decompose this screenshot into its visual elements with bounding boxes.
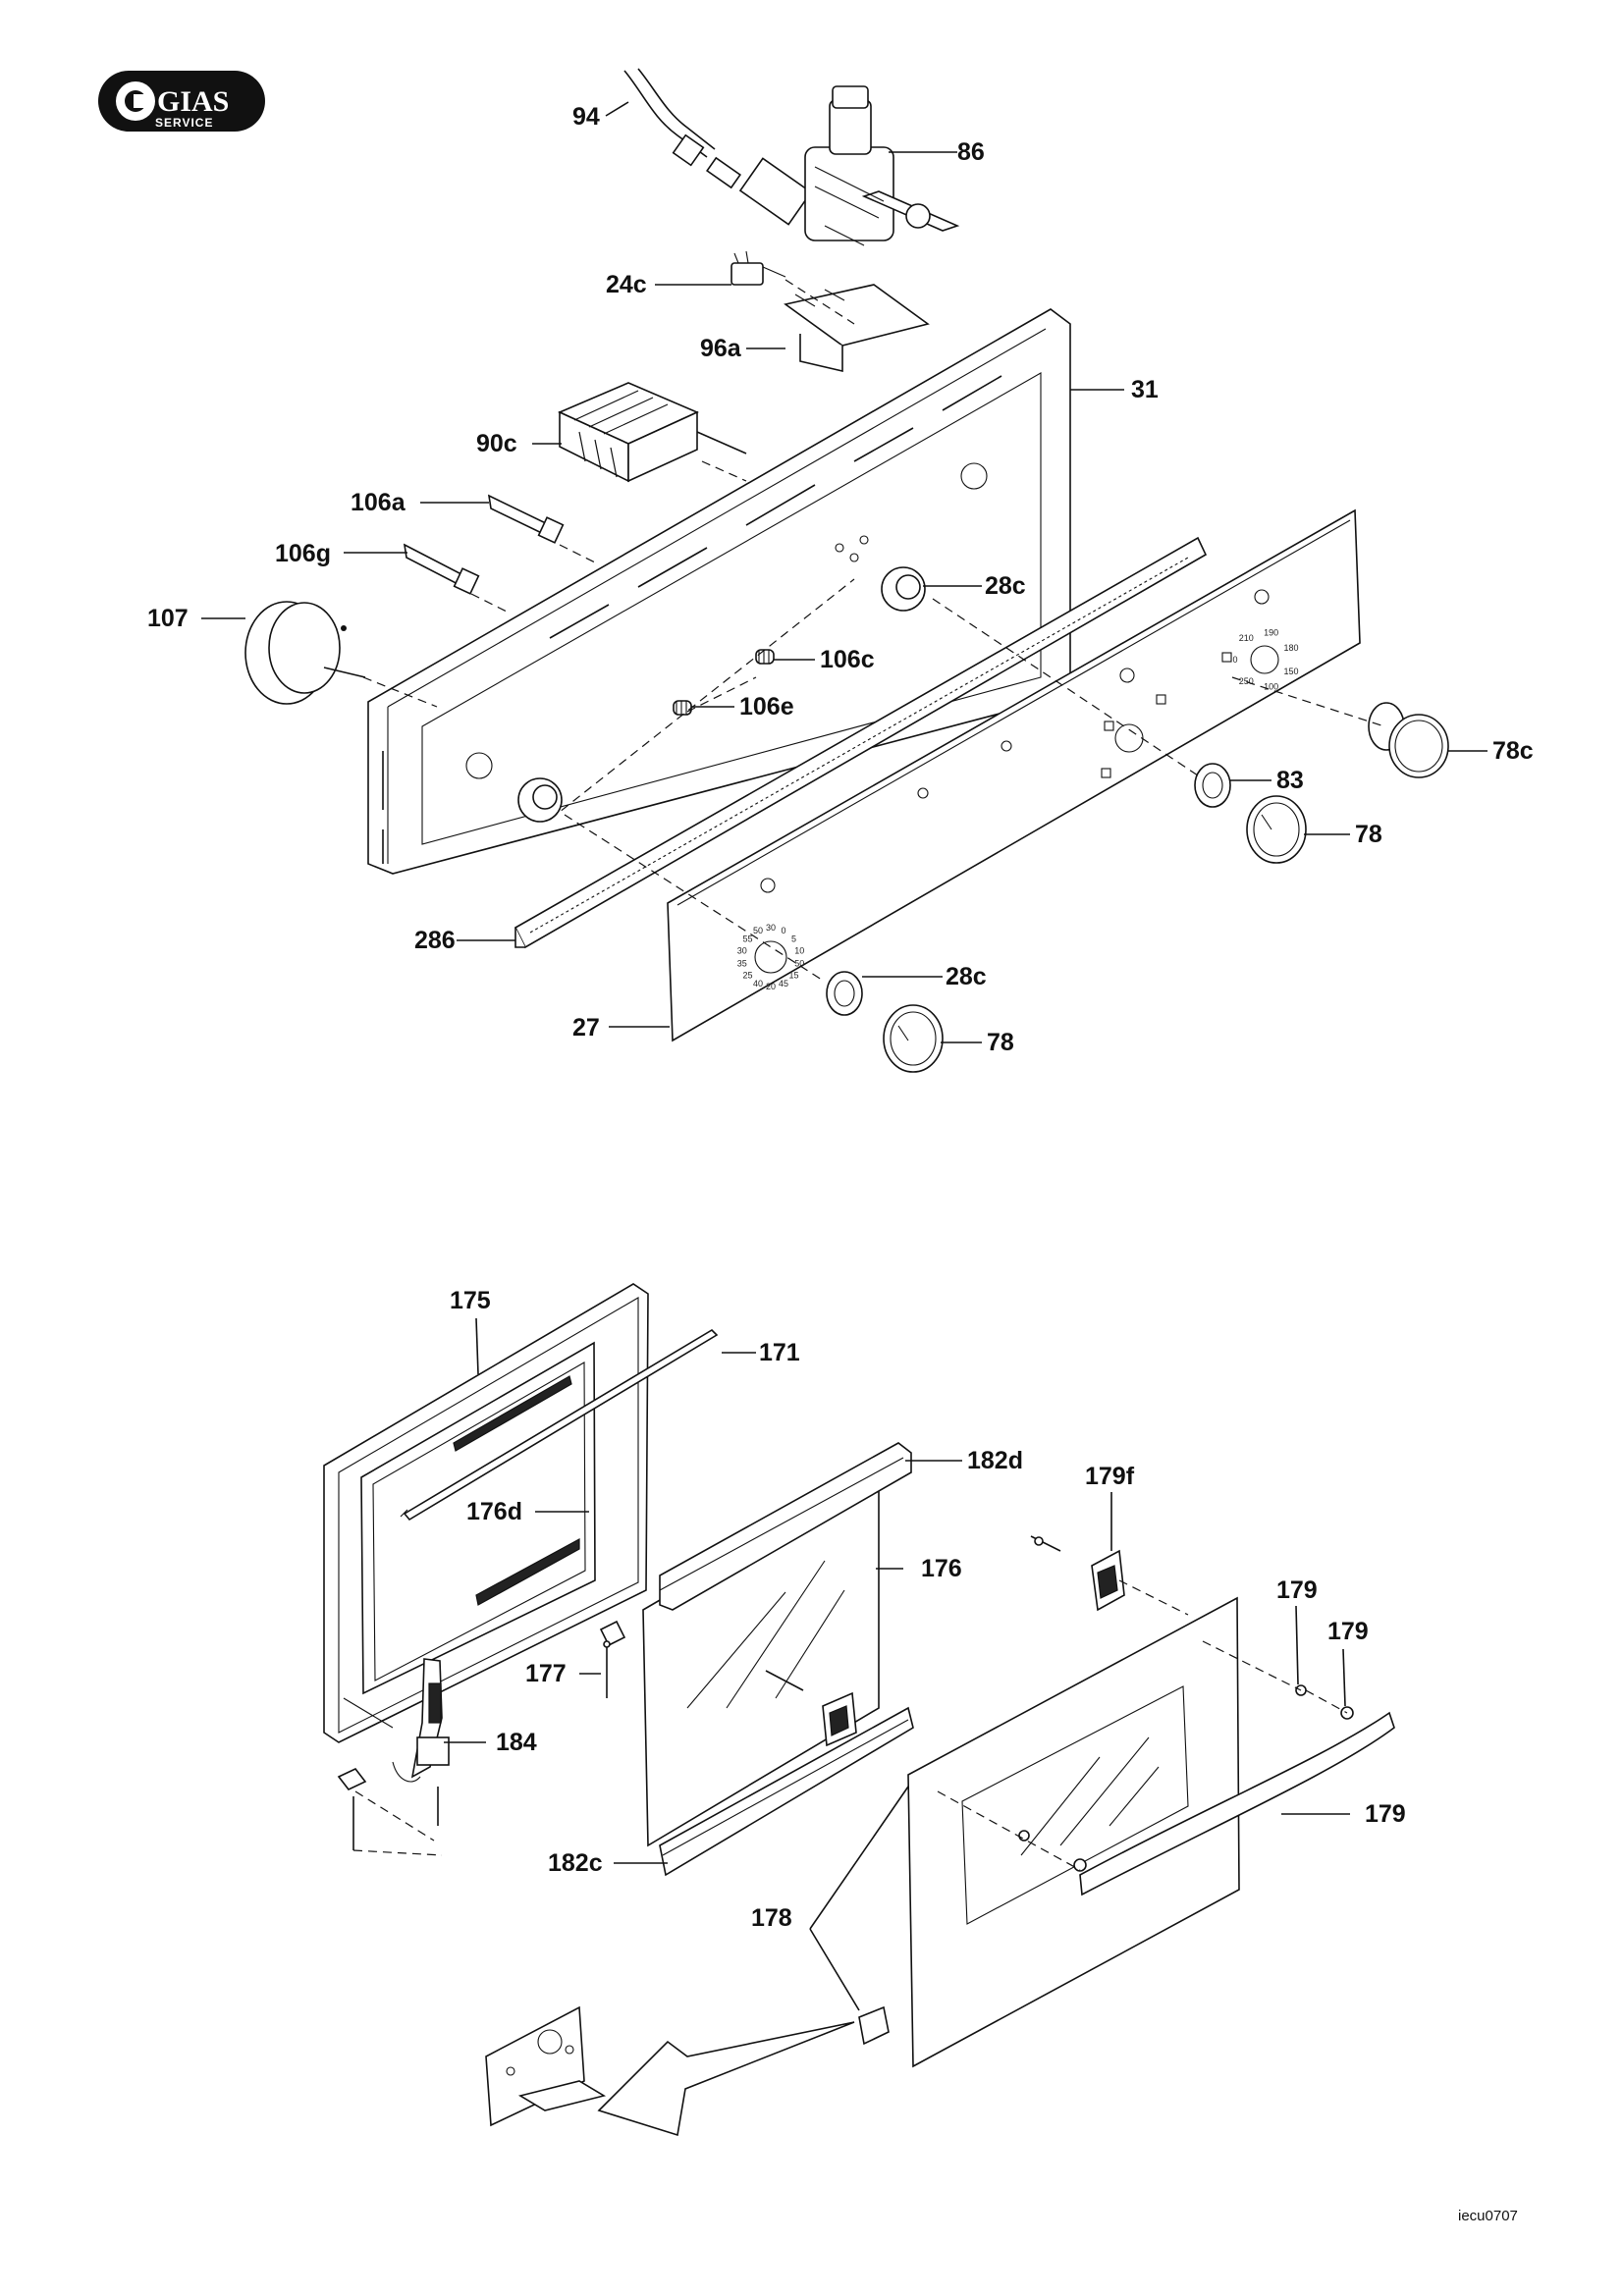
label-78c: 78c	[1492, 737, 1534, 765]
label-171: 171	[759, 1339, 800, 1366]
bezel-28c-bottom	[826, 971, 863, 1016]
timer-dial-number-13: 50	[753, 926, 763, 935]
timer-dial-number-1: 0	[781, 926, 785, 935]
gas-valve	[738, 85, 960, 246]
connector-clip	[730, 250, 786, 286]
label-106c: 106c	[820, 646, 875, 673]
glass-clip	[765, 1670, 857, 1747]
label-106a: 106a	[351, 489, 406, 516]
hinge-plate-screws	[337, 1768, 443, 1856]
label-182d: 182d	[967, 1447, 1023, 1474]
logo-brand-text: GIAS	[157, 85, 229, 118]
selector-switch	[558, 382, 747, 483]
hinge-plate-detail	[485, 2005, 890, 2137]
logo-sub-text: SERVICE	[155, 116, 213, 130]
callout-labels: 94 86 24c 96a 31 90c 106a 106g 107 28c 1…	[147, 103, 1534, 2224]
knob-78c	[1368, 702, 1449, 778]
timer-motor	[244, 601, 366, 705]
label-24c: 24c	[606, 271, 647, 298]
timer-dial-number-2: 5	[791, 934, 796, 943]
label-107: 107	[147, 605, 189, 632]
timer-dial-number-11: 30	[737, 945, 747, 955]
outer-door-glass	[907, 1596, 1240, 2068]
thermostat-dial-number-5: 100	[1264, 681, 1278, 691]
valve-bracket	[784, 284, 930, 373]
timer-dial-number-7: 20	[766, 982, 776, 991]
thermostat-dial-number-3: 180	[1283, 643, 1298, 653]
timer-dial-number-8: 40	[753, 979, 763, 988]
label-78-right: 78	[1355, 821, 1382, 848]
door-hinge	[392, 1658, 450, 1783]
assembly-guide-lines-door	[937, 1579, 1348, 1871]
thermostat-dial-number-4: 150	[1283, 667, 1298, 676]
label-179f: 179f	[1085, 1463, 1135, 1490]
thermostat-dial-number-0: 0	[1232, 655, 1237, 665]
door-rod	[403, 1328, 719, 1522]
lower-glass-rail	[659, 1706, 914, 1877]
label-176d: 176d	[466, 1498, 522, 1525]
label-78-bottom: 78	[987, 1029, 1014, 1056]
label-177: 177	[525, 1660, 567, 1687]
screws-177	[599, 1620, 626, 1698]
timer-dial-number-4: 50	[794, 959, 804, 969]
clip-179f	[1030, 1535, 1125, 1612]
inner-door-frame	[323, 1283, 649, 1743]
timer-dial-number-3: 10	[794, 945, 804, 955]
timer-dial-number-9: 25	[742, 971, 752, 981]
upper-glass-rail	[659, 1442, 912, 1611]
gias-service-logo: GIAS SERVICE	[98, 71, 265, 132]
door-handle	[1018, 1684, 1395, 1896]
thermostat-dial-number-6: 250	[1239, 676, 1254, 686]
label-178: 178	[751, 1904, 792, 1932]
knob-78-bottom	[883, 1004, 944, 1073]
label-286: 286	[414, 927, 456, 954]
label-90c: 90c	[476, 430, 517, 457]
label-31: 31	[1131, 376, 1159, 403]
timer-dial-number-12: 55	[742, 934, 752, 943]
gas-pipe	[623, 68, 741, 189]
assembly-guide-lines-top	[362, 279, 1385, 983]
label-94: 94	[572, 103, 600, 131]
thermostat-dial-number-2: 190	[1264, 628, 1278, 638]
lamp-holder-106a	[487, 494, 565, 544]
label-106e: 106e	[739, 693, 794, 721]
label-86: 86	[957, 138, 985, 166]
label-176: 176	[921, 1555, 962, 1582]
label-175: 175	[450, 1287, 491, 1314]
drawing-code: iecu0707	[1458, 2208, 1518, 2224]
label-182c: 182c	[548, 1849, 603, 1877]
spring-106c	[755, 649, 775, 665]
label-184: 184	[496, 1729, 537, 1756]
label-28c-bottom: 28c	[946, 963, 987, 990]
thermostat-dial-scale: 0 210 190 180 150 100 250	[1232, 628, 1298, 692]
timer-dial-number-6: 45	[779, 979, 788, 988]
label-106g: 106g	[275, 540, 331, 567]
label-83: 83	[1276, 767, 1304, 794]
label-179-a: 179	[1276, 1576, 1318, 1604]
label-179-handle: 179	[1365, 1800, 1406, 1828]
lamp-holder-106g	[403, 543, 480, 595]
rack-strip	[514, 536, 1208, 949]
label-28c-top: 28c	[985, 572, 1026, 600]
timer-dial-number-5: 15	[788, 971, 798, 981]
callout-leader-lines	[201, 101, 1488, 2011]
spring-106e	[673, 700, 692, 716]
knob-78-right	[1246, 795, 1307, 864]
bezel-83	[1194, 763, 1231, 808]
thermostat-dial-number-1: 210	[1239, 633, 1254, 643]
label-27: 27	[572, 1014, 600, 1041]
label-96a: 96a	[700, 335, 742, 362]
label-179-b: 179	[1327, 1618, 1369, 1645]
timer-dial-number-10: 35	[737, 959, 747, 969]
timer-dial-number-0: 30	[766, 923, 776, 933]
